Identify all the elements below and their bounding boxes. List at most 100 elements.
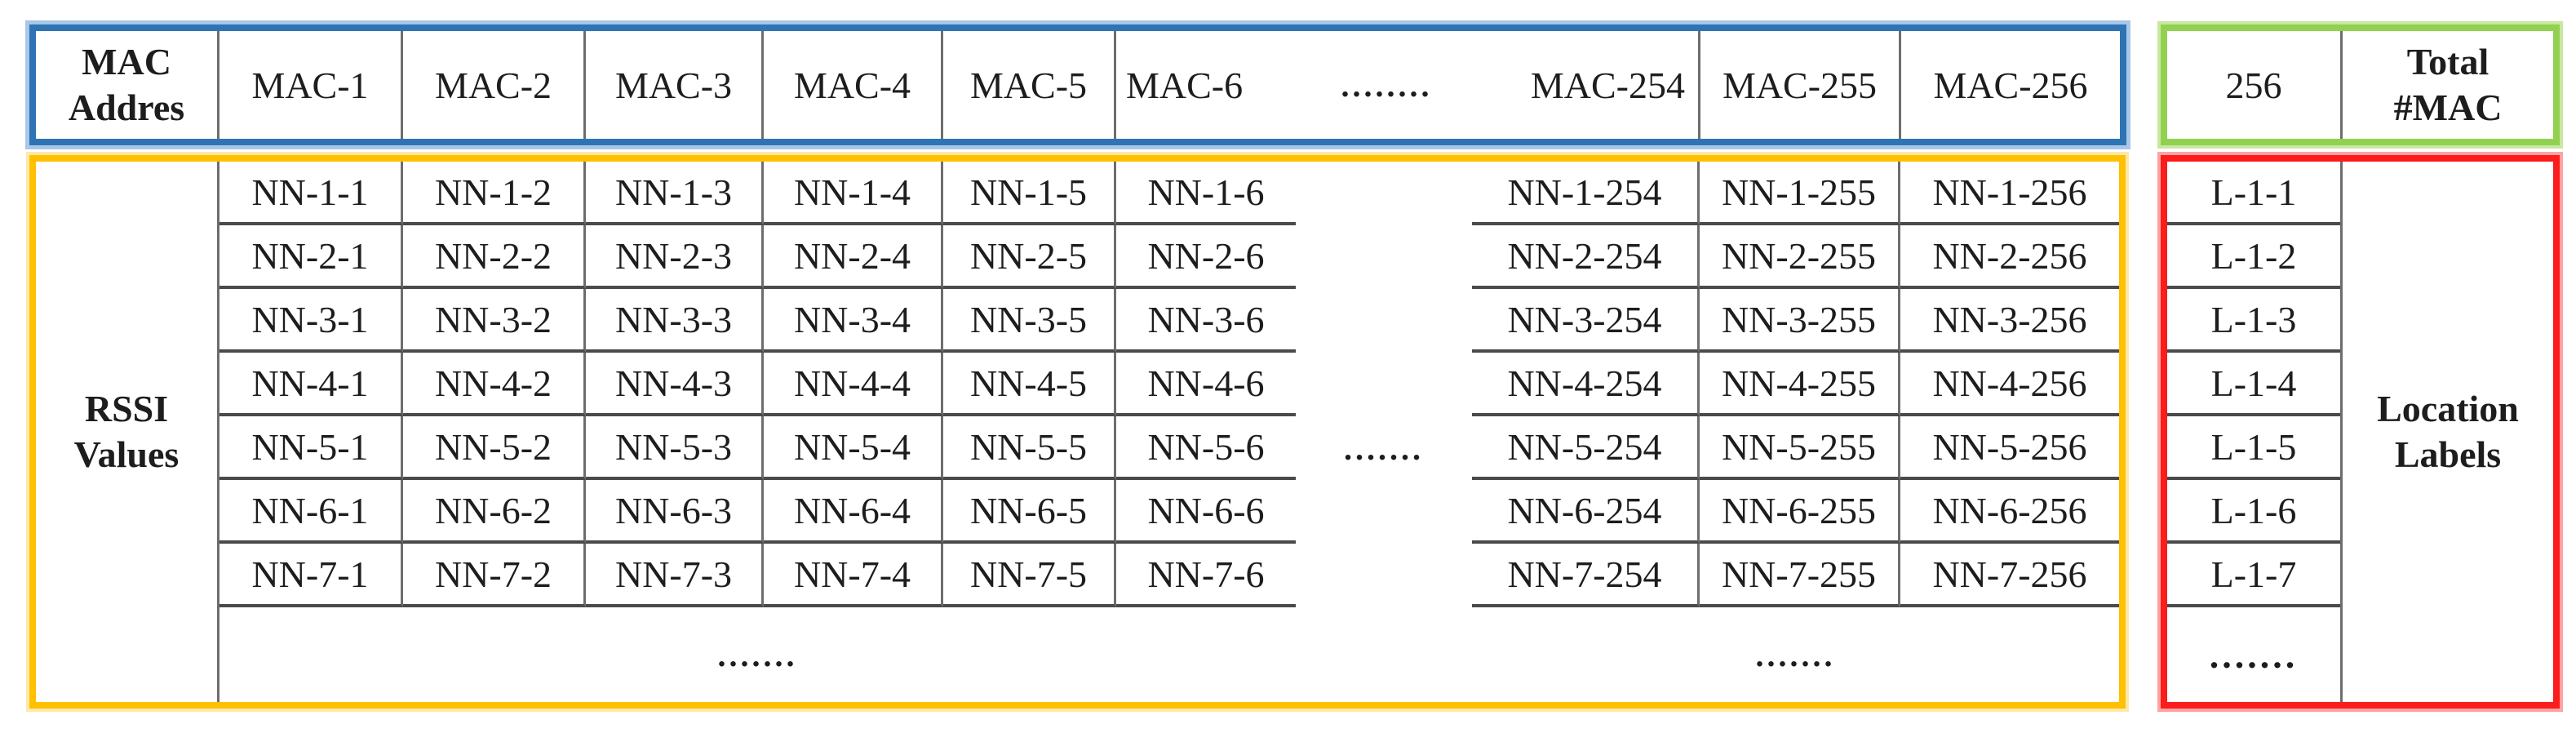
rssi-cell: NN-4-256 — [1900, 353, 2119, 416]
location-labels-label: Location Labels — [2343, 162, 2553, 702]
rssi-cell: NN-4-6 — [1116, 353, 1296, 416]
rssi-gap-cell — [1296, 225, 1472, 289]
rssi-cell: NN-5-254 — [1472, 416, 1700, 480]
rssi-cell: NN-3-256 — [1900, 289, 2119, 353]
location-dots: ....... — [2209, 633, 2299, 676]
location-cell: L-1-7 — [2167, 544, 2340, 607]
rssi-label-line2: Values — [73, 433, 180, 475]
rssi-cell: NN-7-254 — [1472, 544, 1700, 607]
rssi-cell: NN-1-2 — [403, 162, 586, 225]
rssi-ellipsis-dots: ....... — [1344, 429, 1424, 467]
location-cell: L-1-4 — [2167, 353, 2340, 416]
total-mac-count: 256 — [2167, 31, 2343, 139]
rssi-cell: NN-1-255 — [1700, 162, 1900, 225]
mac-header-cell: MAC-255 — [1700, 31, 1901, 139]
rssi-cell: NN-2-6 — [1116, 225, 1296, 289]
location-label-line2: Labels — [2394, 433, 2502, 475]
rssi-cell: NN-5-4 — [764, 416, 943, 480]
rssi-cell: NN-7-256 — [1900, 544, 2119, 607]
rssi-cell: NN-6-3 — [586, 480, 764, 544]
rssi-cell: NN-1-6 — [1116, 162, 1296, 225]
rssi-cell: NN-2-3 — [586, 225, 764, 289]
location-cell: L-1-2 — [2167, 225, 2340, 289]
rssi-cell: NN-7-3 — [586, 544, 764, 607]
rssi-bottom-gap — [1296, 607, 1472, 702]
rssi-cell: NN-1-5 — [943, 162, 1116, 225]
total-mac-label-line2: #MAC — [2393, 87, 2503, 128]
rssi-cell: NN-3-255 — [1700, 289, 1900, 353]
rssi-cell: NN-3-254 — [1472, 289, 1700, 353]
rssi-cell: NN-7-4 — [764, 544, 943, 607]
rssi-cell: NN-4-4 — [764, 353, 943, 416]
mac-header-range-cell: MAC-6 ........ MAC-254 — [1116, 31, 1700, 139]
location-cell: L-1-6 — [2167, 480, 2340, 544]
rssi-cell: NN-7-2 — [403, 544, 586, 607]
mac-header-cell: MAC-2 — [403, 31, 586, 139]
rssi-cell: NN-4-255 — [1700, 353, 1900, 416]
rssi-cell: NN-6-5 — [943, 480, 1116, 544]
rssi-bottom-dots-right: ....... — [1755, 636, 1836, 673]
rssi-cell: NN-1-254 — [1472, 162, 1700, 225]
rssi-gap-cell — [1296, 289, 1472, 353]
rssi-cell: NN-3-3 — [586, 289, 764, 353]
rssi-cell: NN-4-2 — [403, 353, 586, 416]
rssi-values-label: RSSI Values — [36, 162, 219, 702]
location-cell: L-1-1 — [2167, 162, 2340, 225]
location-label-line1: Location — [2377, 387, 2519, 429]
mac-header-cell: MAC-6 — [1126, 64, 1244, 106]
rssi-cell: NN-1-256 — [1900, 162, 2119, 225]
rssi-cell: NN-1-1 — [219, 162, 403, 225]
rssi-cell: NN-2-256 — [1900, 225, 2119, 289]
rssi-cell: NN-6-256 — [1900, 480, 2119, 544]
mac-header-cell: MAC-1 — [219, 31, 403, 139]
rssi-cell: NN-5-6 — [1116, 416, 1296, 480]
rssi-cell: NN-5-255 — [1700, 416, 1900, 480]
rssi-cell: NN-1-3 — [586, 162, 764, 225]
rssi-cell: NN-5-256 — [1900, 416, 2119, 480]
rssi-cell: NN-3-2 — [403, 289, 586, 353]
mac-header-cell: MAC-254 — [1530, 64, 1685, 106]
location-cell: L-1-5 — [2167, 416, 2340, 480]
rssi-cell: NN-6-255 — [1700, 480, 1900, 544]
rssi-gap-cell: ....... — [1296, 416, 1472, 480]
rssi-cell: NN-7-1 — [219, 544, 403, 607]
rssi-cell: NN-4-1 — [219, 353, 403, 416]
mac-addres-line1: MAC — [82, 40, 171, 82]
location-cell: L-1-3 — [2167, 289, 2340, 353]
rssi-gap-cell — [1296, 544, 1472, 607]
rssi-cell: NN-6-4 — [764, 480, 943, 544]
rssi-cell: NN-6-2 — [403, 480, 586, 544]
rssi-cell: NN-3-6 — [1116, 289, 1296, 353]
total-mac-label: Total #MAC — [2343, 31, 2553, 139]
rssi-cell: NN-5-1 — [219, 416, 403, 480]
mac-header-cell: MAC-256 — [1933, 64, 2088, 106]
mac-header-cell: MAC-3 — [586, 31, 764, 139]
rssi-cell: NN-4-5 — [943, 353, 1116, 416]
rssi-cell: NN-3-1 — [219, 289, 403, 353]
rssi-cell: NN-7-255 — [1700, 544, 1900, 607]
rssi-cell: NN-6-1 — [219, 480, 403, 544]
mac-addres-line2: Addres — [68, 87, 185, 128]
rssi-cell: NN-2-5 — [943, 225, 1116, 289]
mac-header-cell: MAC-5 — [943, 31, 1116, 139]
rssi-bottom-dots-left: ....... — [717, 636, 798, 673]
rssi-cell: NN-2-2 — [403, 225, 586, 289]
rssi-bottom-row: .............. — [219, 607, 2119, 702]
rssi-cell: NN-3-4 — [764, 289, 943, 353]
mac-header-cell: MAC-4 — [764, 31, 943, 139]
total-mac-box: 256 Total #MAC — [2161, 24, 2560, 145]
rssi-cell: NN-1-4 — [764, 162, 943, 225]
mac-addres-label: MAC Addres — [36, 31, 219, 139]
rssi-gap-cell — [1296, 353, 1472, 416]
rssi-cell: NN-5-2 — [403, 416, 586, 480]
rssi-cell: NN-6-6 — [1116, 480, 1296, 544]
